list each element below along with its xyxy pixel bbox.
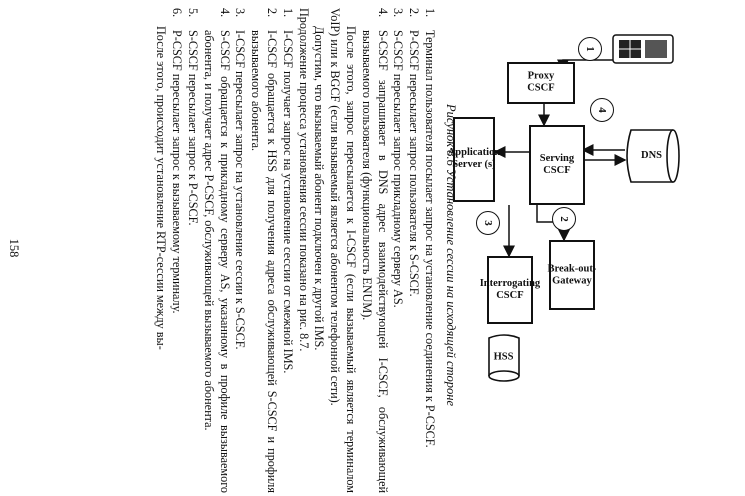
paragraph-assumption: Допустим, что вызываемый абонент подключ… xyxy=(312,26,327,351)
paragraph-rtp: После этого, происходит установление RTP… xyxy=(154,26,169,350)
list-item-number: 6. xyxy=(170,8,185,18)
list-item-text: I-CSCF получает запрос на установление с… xyxy=(280,30,295,374)
steps-list-a: 1. Терминал пользователя посылает запрос … xyxy=(358,8,437,493)
figure-session-setup: DNS Serving CSCF Proxy CSCF Application … xyxy=(444,0,745,496)
list-item: 6. P-CSCF пересылает запрос к вызываемому… xyxy=(168,8,184,493)
list-item: 1. Терминал пользователя посылает запрос … xyxy=(421,8,437,493)
dns-cylinder-icon xyxy=(626,129,680,183)
list-item-text: S-CSCF обращается к прикладному серверу … xyxy=(201,30,232,493)
application-server-box: Application Server (s) xyxy=(448,117,500,202)
list-item-number: 2. xyxy=(265,8,280,18)
body-text: 1. Терминал пользователя посылает запрос … xyxy=(153,8,437,493)
list-item-text: P-CSCF пересылает запрос к вызываемому т… xyxy=(170,30,185,314)
list-item-number: 3. xyxy=(391,8,406,18)
list-item-text: S-CSCF запрашивает в DNS адрес взаимодей… xyxy=(359,30,390,493)
list-item-text: P-CSCF пересылает запрос пользователя к … xyxy=(407,30,422,297)
breakout-gateway-label: Break-out- Gateway xyxy=(547,262,597,286)
list-item-text: S-CSCF пересылает запрос прикладному сер… xyxy=(391,30,406,308)
figure-arrows xyxy=(493,34,674,258)
breakout-gateway-box: Break-out- Gateway xyxy=(547,240,597,310)
list-item-number: 4. xyxy=(217,8,232,18)
hss-cylinder-icon xyxy=(488,334,520,382)
interrogating-cscf-label: Interrogating CSCF xyxy=(479,277,541,301)
hss-database: HSS xyxy=(485,332,523,382)
arrow-scscf-to-bgcf xyxy=(536,205,570,242)
list-item-text: I-CSCF обращается к HSS для получения ад… xyxy=(249,30,280,493)
hss-label: HSS xyxy=(494,351,514,363)
serving-cscf-box: Serving CSCF xyxy=(529,125,585,205)
proxy-cscf-box: Proxy CSCF xyxy=(507,62,575,104)
list-item-number: 4. xyxy=(375,8,390,18)
page-number: 158 xyxy=(7,238,21,258)
list-item-text: I-CSCF пересылает запрос на установление… xyxy=(233,30,248,350)
list-item-number: 3. xyxy=(233,8,248,18)
list-item-number: 2. xyxy=(407,8,422,18)
step-2-marker: 2 xyxy=(552,207,576,231)
steps-list-b: 1. I-CSCF получает запрос на установление… xyxy=(168,8,295,493)
step-3-marker: 3 xyxy=(476,211,500,235)
step-1-marker: 1 xyxy=(578,37,602,61)
list-item: 3. I-CSCF пересылает запрос на установлен… xyxy=(232,8,248,493)
list-item-text: S-CSCF пересылает запрос к P-CSCF. xyxy=(186,30,201,226)
list-item-text: Терминал пользователя посылает запрос на… xyxy=(423,30,437,448)
terminal-icon xyxy=(612,34,674,64)
interrogating-cscf-box: Interrogating CSCF xyxy=(480,256,540,324)
list-item: 4. S-CSCF запрашивает в DNS адрес взаимод… xyxy=(358,8,390,493)
paragraph-forwarding: После этого, запрос пересылается к I-CSC… xyxy=(328,8,359,493)
list-item: 5. S-CSCF пересылает запрос к P-CSCF. xyxy=(184,8,200,493)
figure-caption: Рисунок 8.6 Установление сессии на исход… xyxy=(444,103,458,407)
list-item-number: 5. xyxy=(186,8,201,18)
list-item: 4. S-CSCF обращается к прикладному сервер… xyxy=(200,8,232,493)
list-item-number: 1. xyxy=(280,8,295,18)
list-item: 1. I-CSCF получает запрос на установление… xyxy=(279,8,295,493)
list-item: 2. P-CSCF пересылает запрос пользователя … xyxy=(405,8,421,493)
list-item-number: 1. xyxy=(423,8,437,18)
list-item: 3. S-CSCF пересылает запрос прикладному с… xyxy=(390,8,406,493)
dns-label: DNS xyxy=(641,150,663,162)
paragraph-continuation: Продолжение процесса установления сессии… xyxy=(296,8,311,352)
serving-cscf-label: Serving CSCF xyxy=(539,152,575,176)
proxy-cscf-label: Proxy CSCF xyxy=(527,70,555,94)
list-item: 2. I-CSCF обращается к HSS для получения … xyxy=(247,8,279,493)
step-4-marker: 4 xyxy=(590,98,614,122)
dns-database: DNS xyxy=(623,126,681,186)
